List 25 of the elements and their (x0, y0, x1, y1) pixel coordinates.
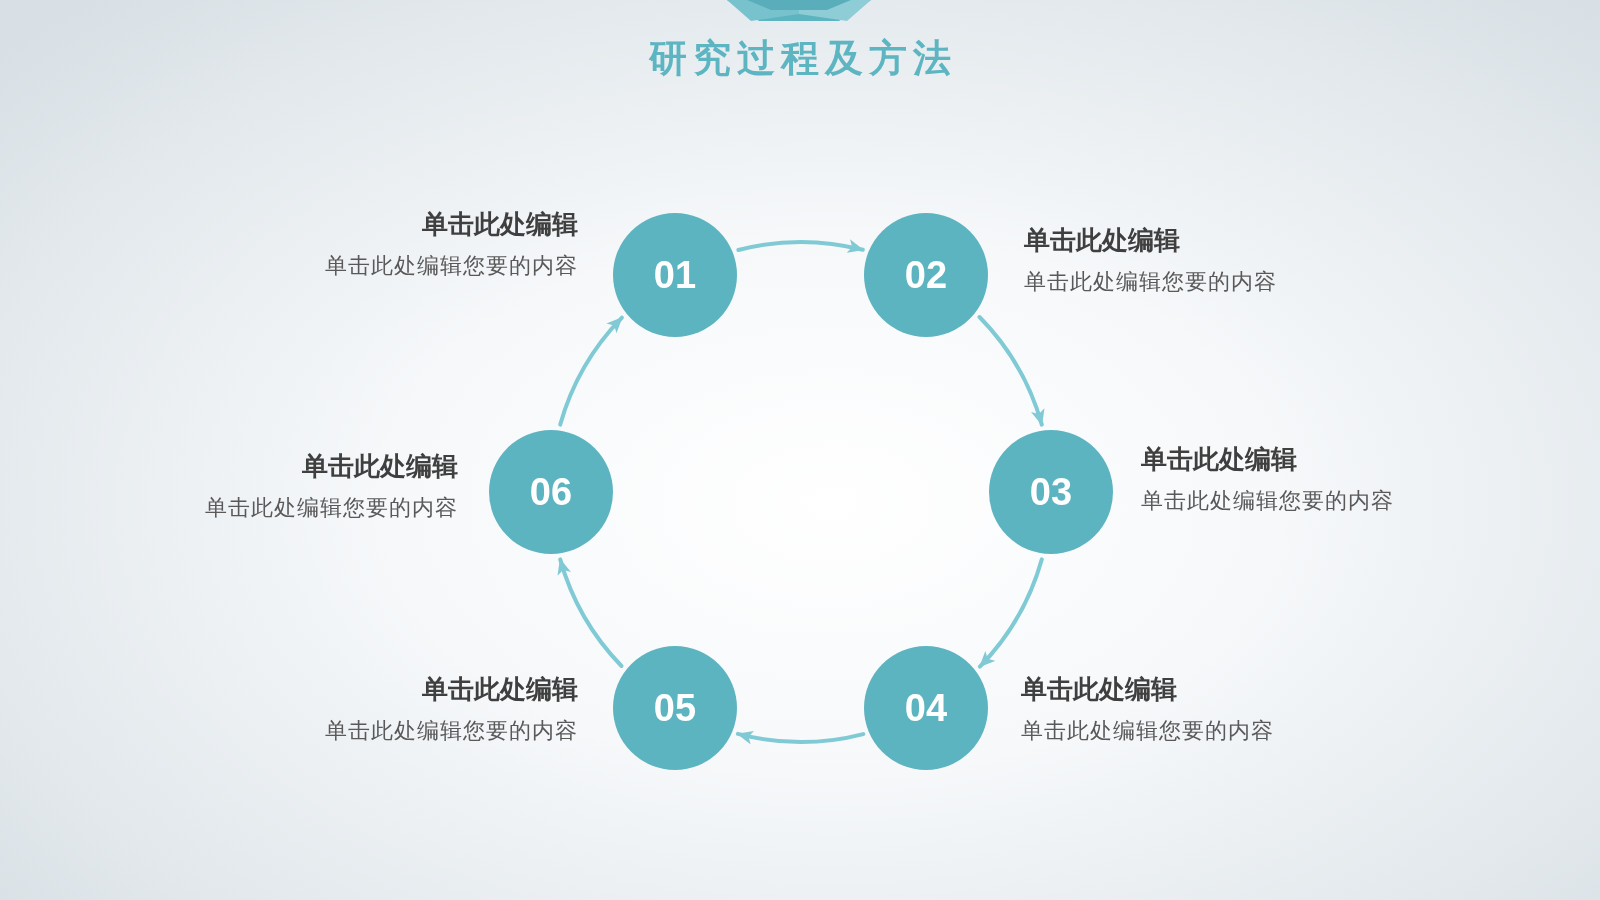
step-heading: 单击此处编辑 (1024, 224, 1180, 257)
step-description: 单击此处编辑您要的内容 (325, 252, 578, 280)
step-heading: 单击此处编辑 (422, 673, 578, 706)
slide-title: 研究过程及方法 (647, 35, 957, 82)
step-number: 03 (1029, 470, 1073, 514)
curved-arrow (735, 729, 866, 744)
step-number: 04 (904, 686, 948, 730)
curved-arrow (736, 240, 865, 254)
step-number: 06 (529, 470, 573, 514)
step-description: 单击此处编辑您要的内容 (1141, 487, 1394, 515)
step-number: 02 (904, 253, 948, 297)
step-number: 01 (653, 253, 697, 297)
curved-arrow (558, 315, 624, 427)
step-description: 单击此处编辑您要的内容 (325, 717, 578, 745)
curved-arrow (977, 315, 1044, 427)
curved-arrow (558, 557, 624, 668)
step-heading: 单击此处编辑 (302, 450, 458, 483)
curved-arrow (977, 557, 1044, 669)
step-number: 05 (653, 686, 697, 730)
step-heading: 单击此处编辑 (1021, 673, 1177, 706)
step-description: 单击此处编辑您要的内容 (1024, 268, 1277, 296)
step-description: 单击此处编辑您要的内容 (1021, 717, 1274, 745)
step-heading: 单击此处编辑 (1141, 443, 1297, 476)
step-heading: 单击此处编辑 (422, 208, 578, 241)
step-description: 单击此处编辑您要的内容 (205, 494, 458, 522)
